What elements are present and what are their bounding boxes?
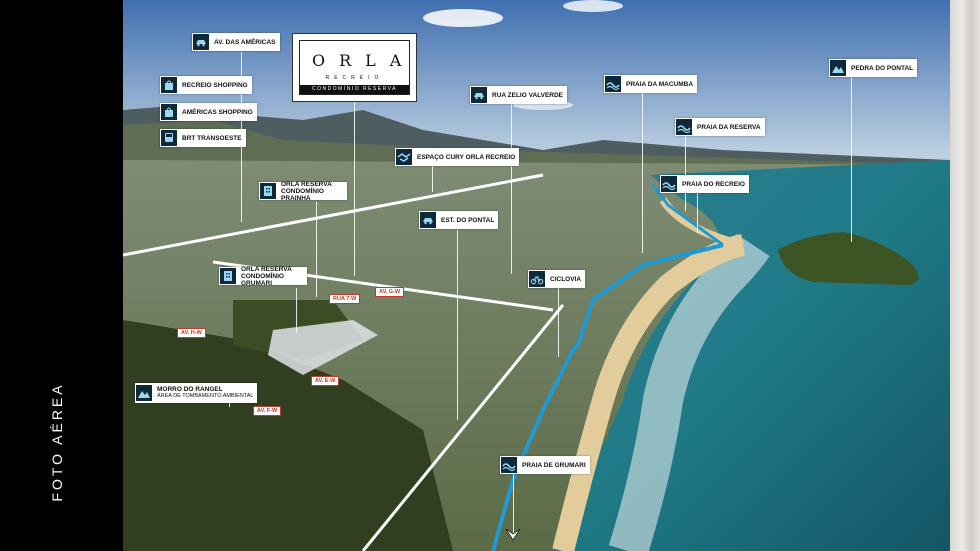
leader-line	[642, 93, 643, 253]
car-icon	[193, 34, 209, 50]
logo-bar-text: CONDOMÍNIO RESERVA	[300, 85, 409, 94]
label-americas-shopping: AMÉRICAS SHOPPING	[160, 103, 257, 121]
leader-line	[432, 166, 433, 192]
label-recreio-shopping: RECREIO SHOPPING	[160, 76, 252, 94]
label-text: ESPAÇO CURY ORLA RECREIO	[417, 153, 516, 161]
shopping-bag-icon	[161, 104, 177, 120]
leader-line	[513, 474, 514, 534]
label-text: ORLA RESERVA CONDOMÍNIO GRUMARI	[241, 265, 292, 287]
label-est-pontal: EST. DO PONTAL	[419, 211, 499, 229]
wave-icon	[605, 76, 621, 92]
bus-icon	[161, 130, 177, 146]
leader-line	[296, 288, 297, 333]
leader-line	[316, 202, 317, 297]
label-text: PRAIA DO RECREIO	[682, 180, 745, 188]
label-praia-grumari: PRAIA DE GRUMARI	[500, 456, 590, 474]
building-icon	[220, 268, 236, 284]
label-text: CICLOVIA	[550, 275, 582, 283]
street-tag-av-gw: AV. G-W	[375, 287, 405, 297]
label-text: RUA ZELIO VALVERDE	[492, 91, 564, 99]
leader-line	[685, 136, 686, 211]
label-text: AV. DAS AMÉRICAS	[214, 38, 276, 46]
sidebar: FOTO AÉREA	[0, 0, 123, 551]
car-icon	[471, 87, 487, 103]
building-icon	[260, 183, 276, 199]
mountain-icon	[830, 60, 846, 76]
label-praia-recreio: PRAIA DO RECREIO	[660, 175, 749, 193]
label-text: PRAIA DA MACUMBA	[626, 80, 694, 88]
street-tag-rua-7w: RUA 7-W	[329, 294, 361, 304]
morro-rangel-title: MORRO DO RANGEL	[157, 386, 223, 393]
label-text: RECREIO SHOPPING	[182, 81, 248, 89]
logo-main-text: ORLA	[312, 51, 416, 70]
street-tag-av-hw: AV. H-W	[177, 328, 206, 338]
label-orla-grumari: ORLA RESERVA CONDOMÍNIO GRUMARI	[219, 265, 307, 287]
leader-line	[851, 77, 852, 242]
logo-sub-text: RECREIO	[325, 75, 384, 81]
label-text: PRAIA DE GRUMARI	[522, 461, 586, 469]
label-pedra-pontal: PEDRA DO PONTAL	[829, 59, 918, 77]
label-text: BRT TRANSOESTE	[182, 134, 242, 142]
label-rua-zelio: RUA ZELIO VALVERDE	[470, 86, 568, 104]
car-icon	[420, 212, 436, 228]
leader-line	[457, 230, 458, 420]
wave-icon	[676, 119, 692, 135]
label-av-americas: AV. DAS AMÉRICAS	[192, 33, 280, 51]
handshake-icon	[396, 149, 412, 165]
orla-logo: ORLA RECREIO CONDOMÍNIO RESERVA	[292, 33, 417, 102]
side-title: FOTO AÉREA	[49, 382, 65, 502]
label-ciclovia: CICLOVIA	[528, 270, 586, 288]
wave-icon	[661, 176, 677, 192]
morro-rangel-sub: ÁREA DE TOMBAMENTO AMBIENTAL	[157, 393, 254, 399]
label-text: EST. DO PONTAL	[441, 216, 495, 224]
bike-icon	[529, 271, 545, 287]
label-praia-reserva: PRAIA DA RESERVA	[675, 118, 765, 136]
marble-strip	[950, 0, 980, 551]
label-brt: BRT TRANSOESTE	[160, 129, 246, 147]
label-orla-prainha: ORLA RESERVA CONDOMÍNIO PRAINHA	[259, 180, 347, 202]
label-text: PEDRA DO PONTAL	[851, 64, 914, 72]
label-text: AMÉRICAS SHOPPING	[182, 108, 253, 116]
label-text: PRAIA DA RESERVA	[697, 123, 761, 131]
street-tag-av-ew: AV. E-W	[311, 376, 340, 386]
leader-line	[229, 401, 230, 407]
leader-line	[354, 101, 355, 276]
aerial-photo	[123, 0, 950, 551]
wave-icon	[501, 457, 517, 473]
mountain-icon	[136, 385, 152, 401]
leader-line	[558, 287, 559, 357]
shopping-bag-icon	[161, 77, 177, 93]
direction-arrow-icon	[505, 528, 521, 541]
street-tag-av-fw: AV. F-W	[253, 406, 282, 416]
leader-line	[511, 104, 512, 274]
label-praia-macumba: PRAIA DA MACUMBA	[604, 75, 698, 93]
label-text: ORLA RESERVA CONDOMÍNIO PRAINHA	[281, 180, 332, 202]
label-espaco-cury: ESPAÇO CURY ORLA RECREIO	[395, 148, 520, 166]
leader-line	[697, 193, 698, 233]
